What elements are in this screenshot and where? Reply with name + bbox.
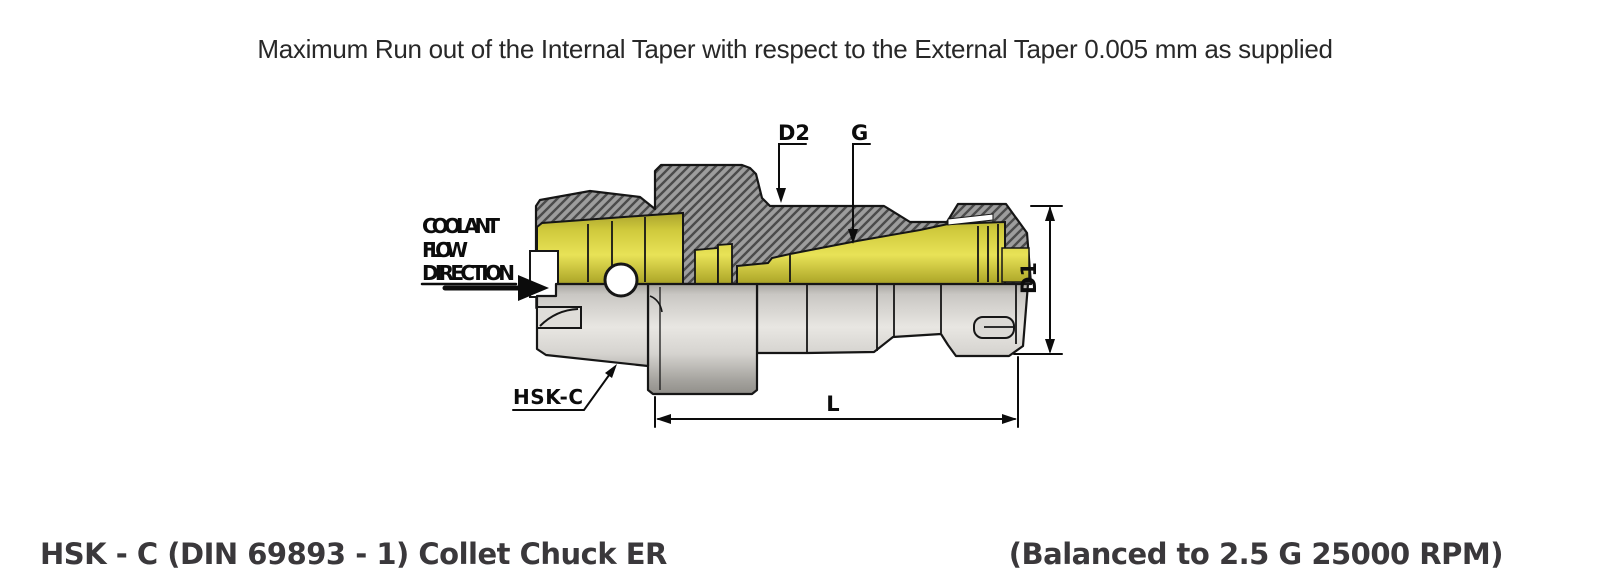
label-g: G [851,121,868,145]
hsk-c-callout: HSK-C [512,364,617,411]
dimension-d1: D1 [1013,205,1063,355]
nut-clearance-slot [947,213,994,226]
dimension-l: L [654,356,1019,428]
product-title: HSK - C (DIN 69893 - 1) Collet Chuck ER [40,537,667,571]
body-and-nut [755,282,1030,358]
g-arrow [848,229,858,244]
taper-shank [535,282,650,368]
runout-note: Maximum Run out of the Internal Taper wi… [257,34,1333,64]
balance-spec: (Balanced to 2.5 G 25000 RPM) [1008,537,1504,571]
coolant-label-line1: COOLANT [422,214,500,238]
d2-arrow [776,188,786,203]
internal-taper-yellow [536,211,1030,285]
lower-external-view [535,282,1030,396]
label-d1: D1 [1017,262,1041,294]
hsk-c-arrow [605,364,617,378]
nut-wrench-slot [973,316,1015,339]
coolant-label-line3: DIRECTION [422,261,515,285]
label-d2: D2 [778,121,810,145]
flange [646,282,759,396]
annotations: COOLANT FLOW DIRECTION D2 G D1 [420,121,1063,428]
label-l: L [826,392,839,416]
shank-groove [536,306,582,329]
label-hsk-c: HSK-C [513,385,583,409]
upper-cross-section [529,163,1033,309]
coolant-label-line2: FLOW [422,238,468,262]
drive-hole [603,262,639,298]
